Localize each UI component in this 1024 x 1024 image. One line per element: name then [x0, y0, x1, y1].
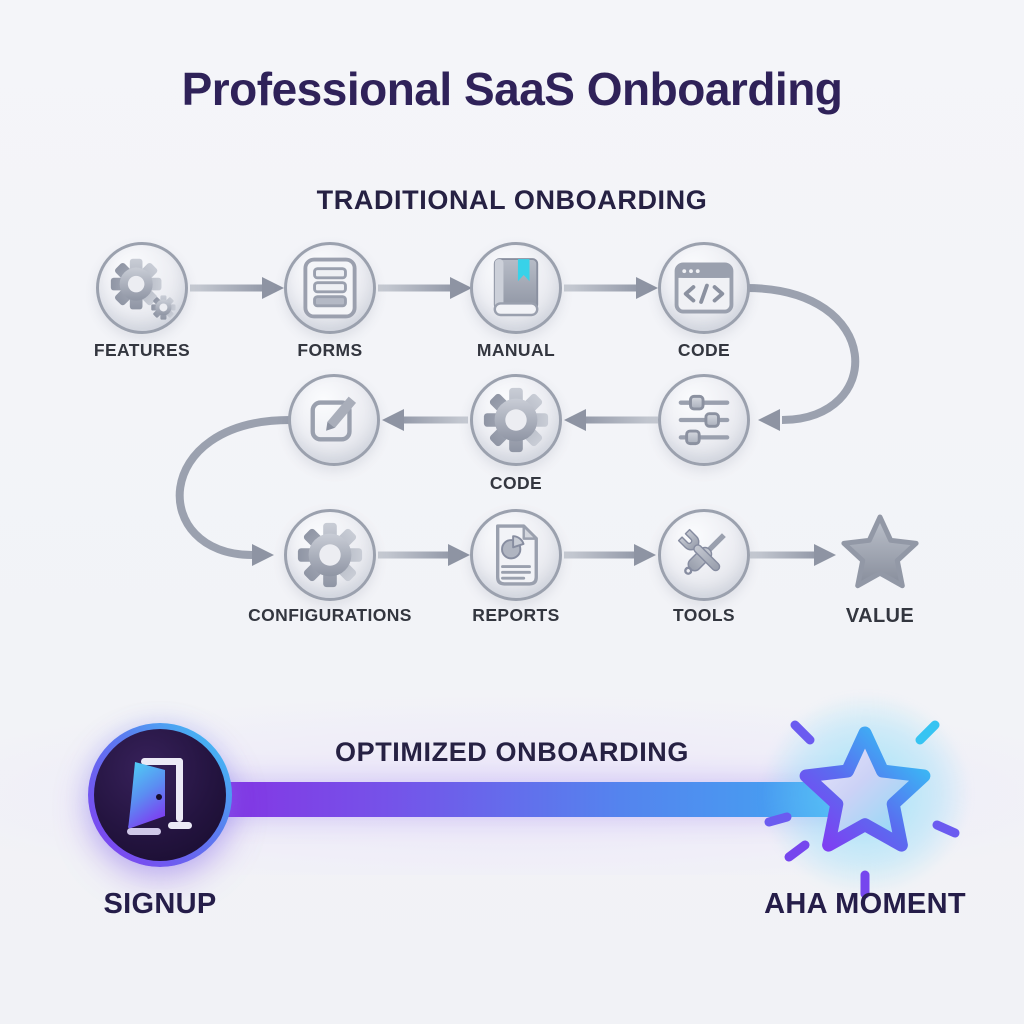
sliders-icon [678, 394, 730, 446]
traditional-heading: TRADITIONAL ONBOARDING [316, 185, 708, 215]
node-forms [284, 242, 376, 334]
label-reports: REPORTS [472, 605, 560, 625]
wrench [677, 528, 721, 572]
code-window-icon [674, 262, 734, 314]
gear-icon [483, 387, 549, 453]
node-code [658, 242, 750, 334]
optimized-heading: OPTIMIZED ONBOARDING [335, 737, 689, 767]
arrow-tools-value [750, 544, 836, 566]
aha-moment-label: AHA MOMENT [764, 888, 966, 920]
node-manual [470, 242, 562, 334]
label-manual: MANUAL [476, 340, 556, 360]
node-tools [658, 509, 750, 601]
node-features [96, 242, 188, 334]
form-icon [303, 257, 357, 319]
label-configurations: CONFIGURATIONS [248, 605, 412, 625]
label-value: VALUE [845, 605, 915, 627]
curve-code-to-sliders [745, 284, 860, 431]
page-title: Professional SaaS Onboarding [181, 63, 843, 115]
report-icon [495, 524, 538, 586]
label-tools: TOOLS [673, 605, 735, 625]
aha-star [750, 680, 980, 910]
node-edit [288, 374, 380, 466]
arrow-sliders-codegear [564, 409, 658, 431]
node-reports [470, 509, 562, 601]
signup-label: SIGNUP [103, 888, 217, 920]
label-code: CODE [677, 340, 731, 360]
arrow-manual-code [564, 277, 658, 299]
sparkle-rays [764, 720, 960, 899]
arrow-forms-manual [378, 277, 472, 299]
label-forms: FORMS [297, 340, 363, 360]
label-features: FEATURES [93, 340, 191, 360]
arrow-configurations-reports [378, 544, 470, 566]
value-star-icon [841, 514, 919, 589]
node-code-gear [470, 374, 562, 466]
label-code-gear: CODE [489, 473, 543, 493]
node-sliders [658, 374, 750, 466]
flow-connectors [175, 277, 860, 566]
arrow-codegear-edit [382, 409, 468, 431]
signup-badge [88, 723, 232, 867]
arrow-reports-tools [564, 544, 656, 566]
tools-icon [677, 528, 726, 575]
node-configurations [284, 509, 376, 601]
curve-edit-to-configurations [175, 416, 291, 566]
gears-icon [110, 258, 176, 320]
door-icon [127, 758, 192, 835]
edit-icon [310, 396, 357, 442]
signup-badge-inner [94, 729, 226, 861]
gear-icon [297, 522, 363, 588]
aha-star-icon [764, 720, 960, 899]
arrow-features-forms [190, 277, 284, 299]
book-icon [493, 258, 539, 317]
